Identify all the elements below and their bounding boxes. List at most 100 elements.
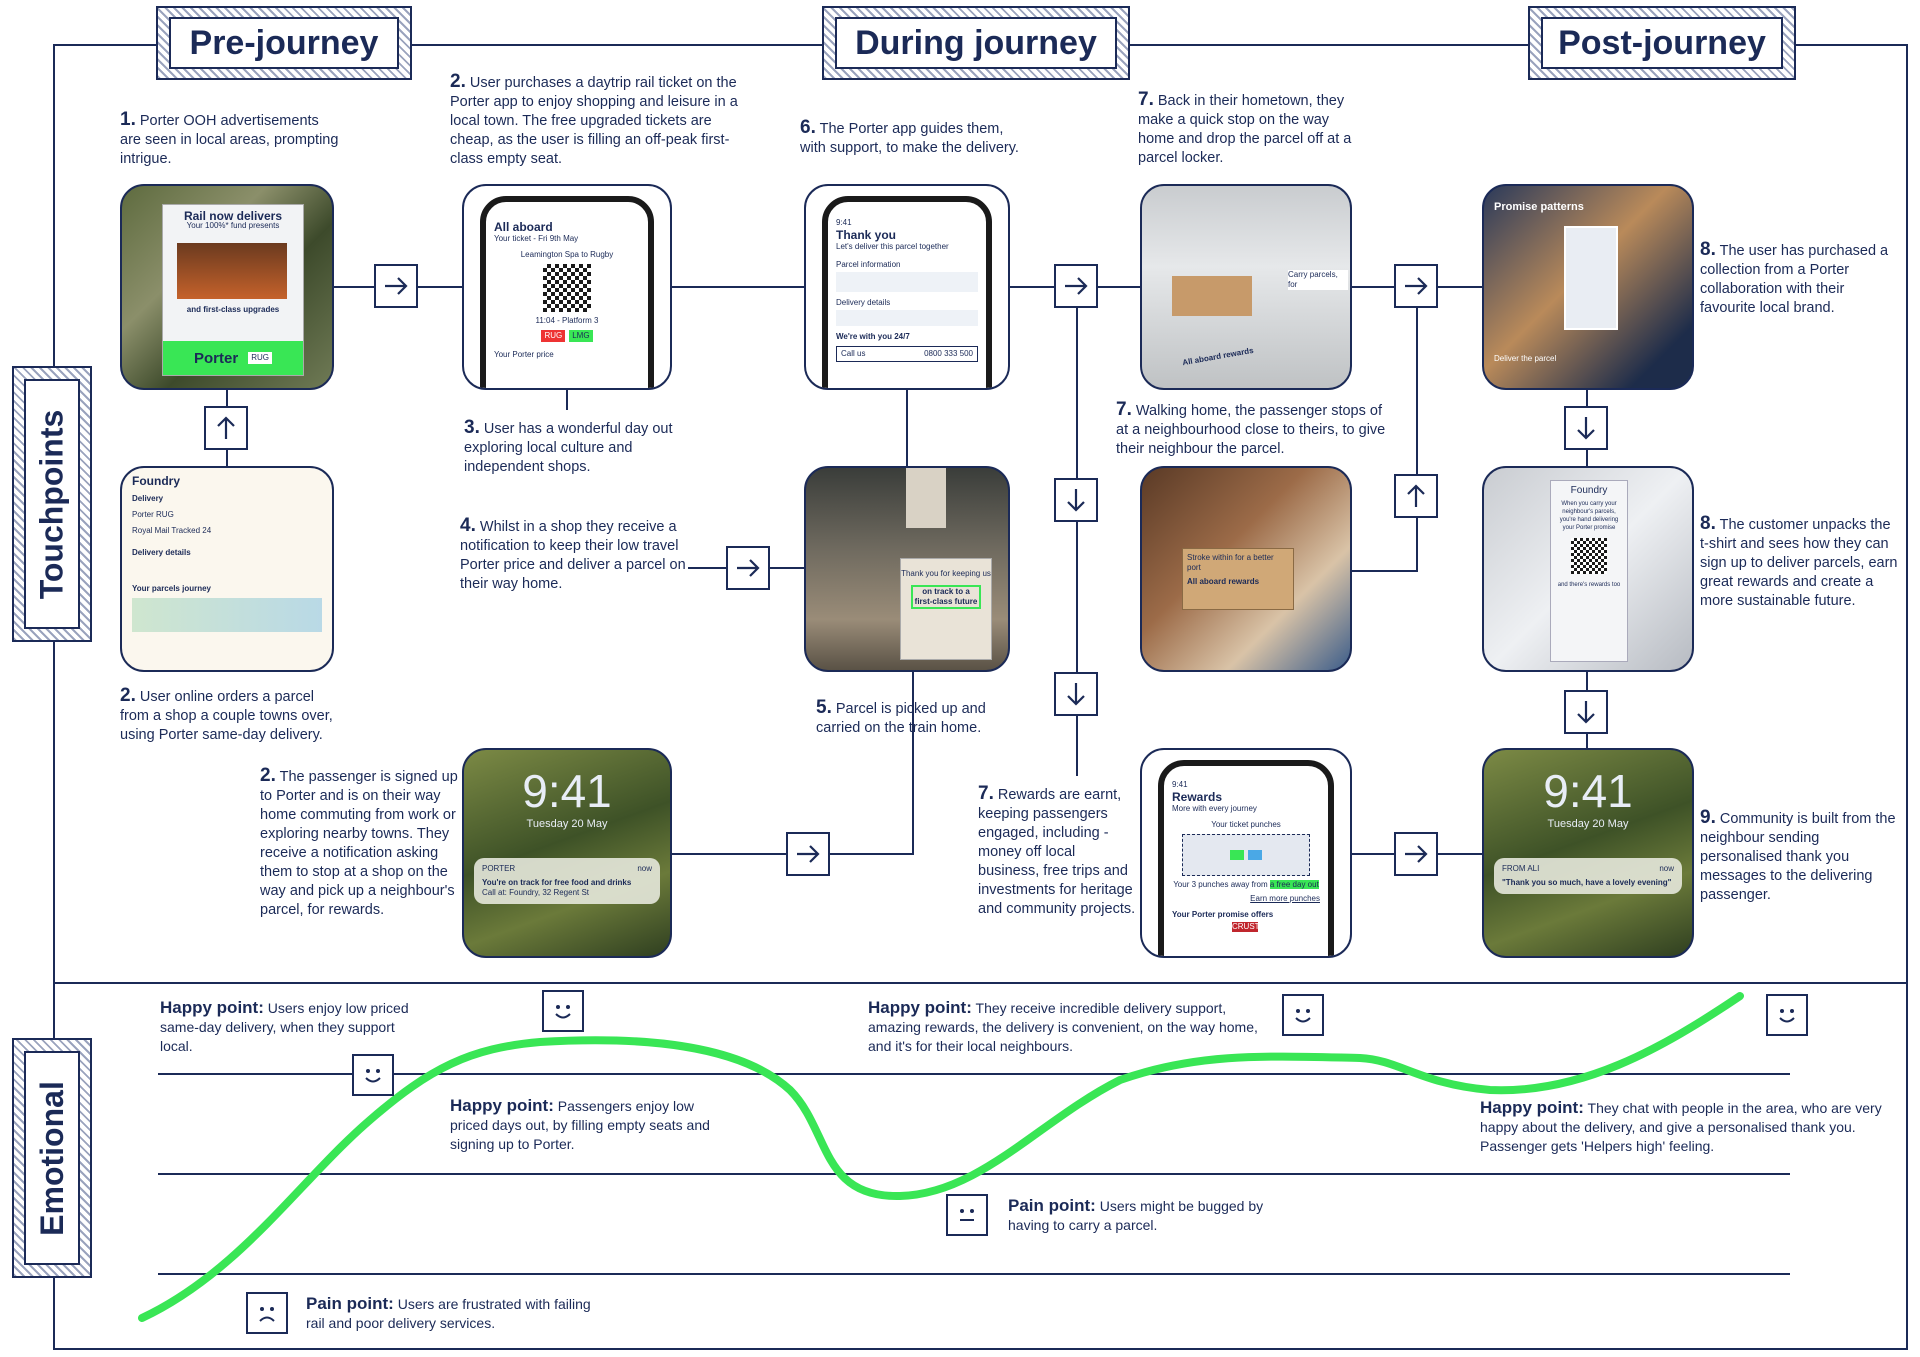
notif2-msg[interactable]: "Thank you so much, have a lovely evenin… <box>1502 878 1672 887</box>
arrow-up-icon <box>204 406 248 450</box>
card-rewards-app: 9:41 Rewards More with every journey You… <box>1140 748 1352 958</box>
ticket-sub: Your ticket - Fri 9th May <box>494 234 579 243</box>
gridline <box>158 1273 1790 1275</box>
arrow-right-icon <box>726 546 770 590</box>
header-during-journey-label: During journey <box>835 17 1117 69</box>
arrow-right-icon <box>374 264 418 308</box>
header-emotional: Emotional <box>12 1038 92 1278</box>
thanks-sub: Let's deliver this parcel together <box>836 242 949 251</box>
smile-face-icon <box>1766 994 1808 1036</box>
step-7c-text: 7. Rewards are earnt, keeping passengers… <box>978 783 1136 917</box>
thanks-f1: Parcel information <box>836 260 901 269</box>
store-sub: Deliver the parcel <box>1494 354 1557 363</box>
card-shop-checkout: Foundry Delivery Porter RUG Royal Mail T… <box>120 466 334 672</box>
rewards-time: 9:41 <box>1172 780 1188 789</box>
card-ticket-app: All aboard Your ticket - Fri 9th May Lea… <box>462 184 672 390</box>
ticket-time: 11:04 - Platform 3 <box>535 316 599 325</box>
phone-thanks: 9:41 Thank you Let's deliver this parcel… <box>822 196 992 388</box>
step-9-text: 9. Community is built from the neighbour… <box>1700 807 1896 903</box>
step-8a-text: 8. The user has purchased a collection f… <box>1700 239 1889 316</box>
happy-point-2: Happy point: Passengers enjoy low priced… <box>450 1096 710 1152</box>
arrow-right-icon <box>1394 832 1438 876</box>
call-number: 0800 333 500 <box>924 349 973 358</box>
arrow-right-icon <box>1394 264 1438 308</box>
call-us-button[interactable]: Call us <box>841 349 866 358</box>
arrow-down-icon <box>1054 478 1098 522</box>
notif-sub: Call at: Foundry, 32 Regent St <box>482 888 590 897</box>
smile-face-icon <box>352 1054 394 1096</box>
step-8b-text: 8. The customer unpacks the t-shirt and … <box>1700 513 1898 609</box>
card-store-window: Promise patterns Deliver the parcel <box>1482 184 1694 390</box>
step-4-text: 4. Whilst in a shop they receive a notif… <box>460 515 686 592</box>
ticket-chip-2: LMG <box>569 330 593 342</box>
arrow-down-icon <box>1564 406 1608 450</box>
ticket-price: Your Porter price <box>494 350 554 359</box>
qr-code <box>543 264 591 312</box>
shop-option-1[interactable]: Porter RUG <box>132 510 174 519</box>
rewards-note: Your 3 punches away from <box>1173 880 1268 889</box>
lock-time: 9:41 <box>522 765 612 817</box>
billboard-brand: Porter <box>194 349 239 367</box>
ticket-title: All aboard <box>494 220 553 234</box>
rewards-title: Rewards <box>1172 790 1223 804</box>
map-preview <box>132 598 322 632</box>
step-2a-text: 2. User purchases a daytrip rail ticket … <box>450 71 738 167</box>
shop-h2: Delivery details <box>132 548 191 557</box>
thanks-f3: We're with you 24/7 <box>836 332 910 341</box>
card-neighbour-handover: Stroke within for a better port All aboa… <box>1140 466 1352 672</box>
ticket-chip-1: RUG <box>541 330 566 342</box>
card-garment-tag: Foundry When you carry your neighbour's … <box>1482 466 1694 672</box>
notif-msg[interactable]: You're on track for free food and drinks <box>482 878 632 887</box>
earn-more-link[interactable]: Earn more punches <box>1250 894 1320 903</box>
header-post-journey: Post-journey <box>1528 6 1796 80</box>
card-carry-parcel-photo: Thank you for keeping us on track to a f… <box>804 466 1010 672</box>
step-5-text: 5. Parcel is picked up and carried on th… <box>816 697 986 736</box>
bag-line-1: Thank you for keeping us <box>901 569 991 578</box>
tag-footer: and there's rewards too <box>1557 582 1621 588</box>
step-7b-text: 7. Walking home, the passenger stops of … <box>1116 399 1386 457</box>
shop-h3: Your parcels journey <box>132 584 211 593</box>
step-1-text: 1. Porter OOH advertisements are seen in… <box>120 109 339 167</box>
notif2-when: now <box>1659 864 1674 873</box>
shop-brand: Foundry <box>132 474 180 488</box>
happy-point-1: Happy point: Users enjoy low priced same… <box>160 998 409 1054</box>
store-title: Promise patterns <box>1494 201 1584 213</box>
shop-h1: Delivery <box>132 494 164 503</box>
lock2-time: 9:41 <box>1543 765 1633 817</box>
step-2c-text: 2. The passenger is signed up to Porter … <box>260 765 458 918</box>
bag-line-2: on track to a first-class future <box>911 585 981 609</box>
header-during-journey: During journey <box>822 6 1130 80</box>
happy-point-4: Happy point: They chat with people in th… <box>1480 1098 1882 1154</box>
rewards-badge: a free day out <box>1269 880 1319 889</box>
connector-line <box>1416 286 1418 572</box>
lock2-date: Tuesday 20 May <box>1547 818 1629 830</box>
box-line-1: Stroke within for a better port <box>1187 553 1274 572</box>
step-2b-text: 2. User online orders a parcel from a sh… <box>120 685 333 743</box>
phone-ticket: All aboard Your ticket - Fri 9th May Lea… <box>480 196 654 388</box>
card-parcel-locker: Carry parcels, for All aboard rewards <box>1140 184 1352 390</box>
shop-option-2[interactable]: Royal Mail Tracked 24 <box>132 526 212 535</box>
gridline <box>158 1073 1790 1075</box>
tag-brand: Foundry <box>1570 485 1608 496</box>
smile-face-icon <box>542 990 584 1032</box>
step-3-text: 3. User has a wonderful day out explorin… <box>464 417 673 475</box>
billboard-line-2: Your 100%* fund presents <box>186 221 280 230</box>
sad-face-icon <box>246 1292 288 1334</box>
header-pre-journey: Pre-journey <box>156 6 412 80</box>
rewards-offers: Your Porter promise offers <box>1172 910 1274 919</box>
connector-line <box>1076 286 1078 776</box>
pain-point-2: Pain point: Users might be bugged by hav… <box>1008 1196 1264 1233</box>
card-ooh-billboard: Rail now delivers Your 100%* fund presen… <box>120 184 334 390</box>
card-delivery-app: 9:41 Thank you Let's deliver this parcel… <box>804 184 1010 390</box>
smile-face-icon <box>1282 994 1324 1036</box>
phone-rewards: 9:41 Rewards More with every journey You… <box>1158 760 1334 956</box>
notif-when: now <box>637 864 652 873</box>
neutral-face-icon <box>946 1194 988 1236</box>
lock-date: Tuesday 20 May <box>526 818 608 830</box>
rewards-punch: Your ticket punches <box>1211 820 1281 829</box>
billboard-line-1: Rail now delivers <box>183 209 283 223</box>
locker-line-1: Carry parcels, for <box>1288 270 1348 290</box>
thanks-f2: Delivery details <box>836 298 891 307</box>
arrow-down-icon <box>1054 672 1098 716</box>
